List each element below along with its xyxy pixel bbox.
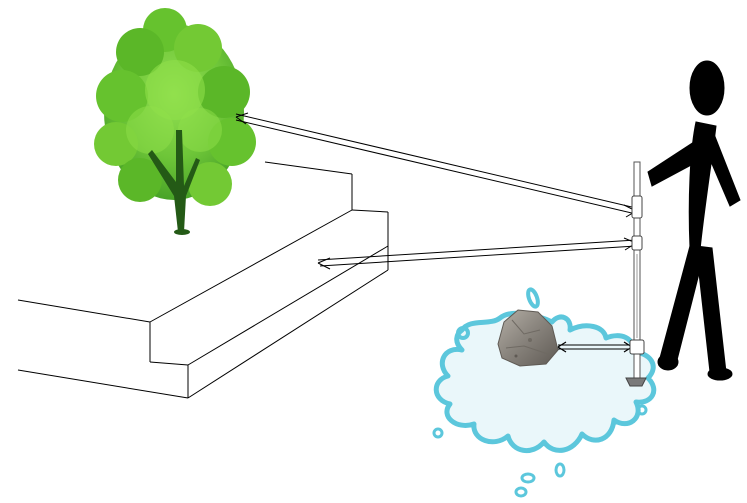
detection-line-rock [557,341,633,353]
detection-line-stairs [317,237,637,270]
person-arm [647,137,709,187]
tree-canopy [94,8,256,206]
water-puddle [432,287,657,498]
person-head [689,60,725,116]
tree [94,8,256,235]
detection-line-tree [235,112,637,218]
cane-bottom-sensor [629,339,645,355]
stairs [17,161,389,399]
person-arm-back [705,132,741,207]
smart-cane [625,161,647,387]
person-leg-back [695,245,727,373]
cane-middle-sensor [631,235,643,251]
person [647,60,741,381]
tree-trunk [148,130,200,232]
person-leg-front [659,245,705,365]
rock [497,309,559,367]
cane-top-sensor [631,195,643,219]
